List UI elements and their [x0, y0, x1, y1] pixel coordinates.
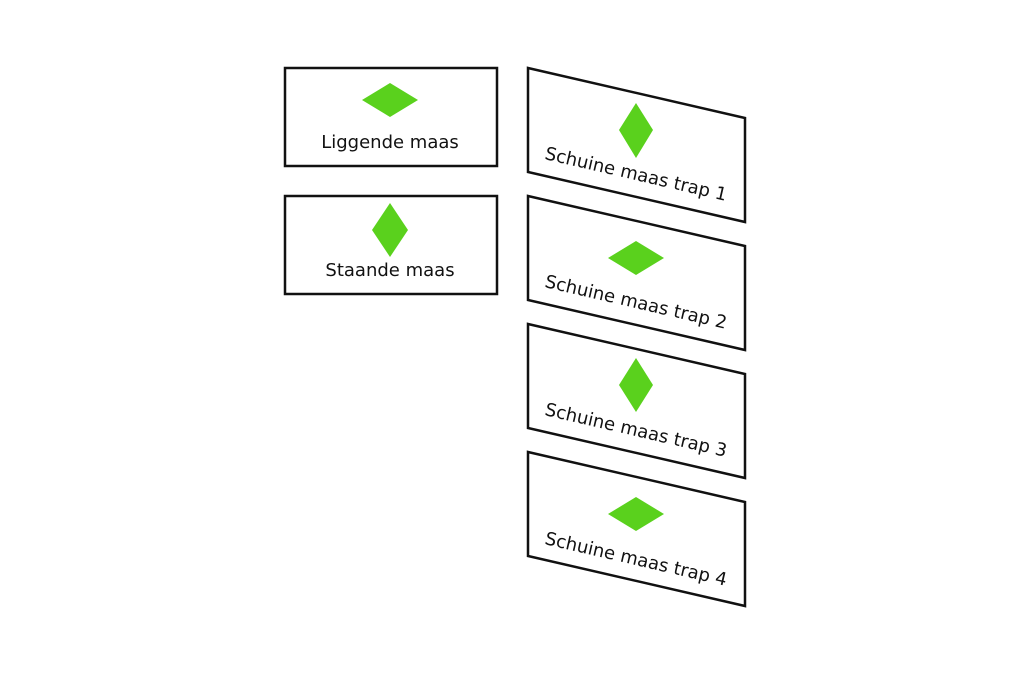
diamond-horizontal-icon	[608, 241, 664, 275]
card-liggende-label: Liggende maas	[321, 132, 459, 153]
card-schuine-maas-trap-3: Schuine maas trap 3	[526, 322, 747, 480]
diamond-vertical-icon	[372, 203, 408, 257]
card-liggende-maas: Liggende maas	[283, 66, 499, 168]
card-schuine-maas-trap-4: Schuine maas trap 4	[526, 450, 747, 608]
card-staande-maas: Staande maas	[283, 194, 499, 296]
card-schuine-maas-trap-2: Schuine maas trap 2	[526, 194, 747, 352]
card-staande-label: Staande maas	[325, 260, 454, 281]
diamond-horizontal-icon	[608, 497, 664, 531]
card-schuine-maas-trap-1: Schuine maas trap 1	[526, 66, 747, 224]
diamond-vertical-icon	[619, 358, 653, 412]
diamond-horizontal-icon	[362, 83, 418, 117]
diamond-vertical-icon	[619, 103, 653, 158]
